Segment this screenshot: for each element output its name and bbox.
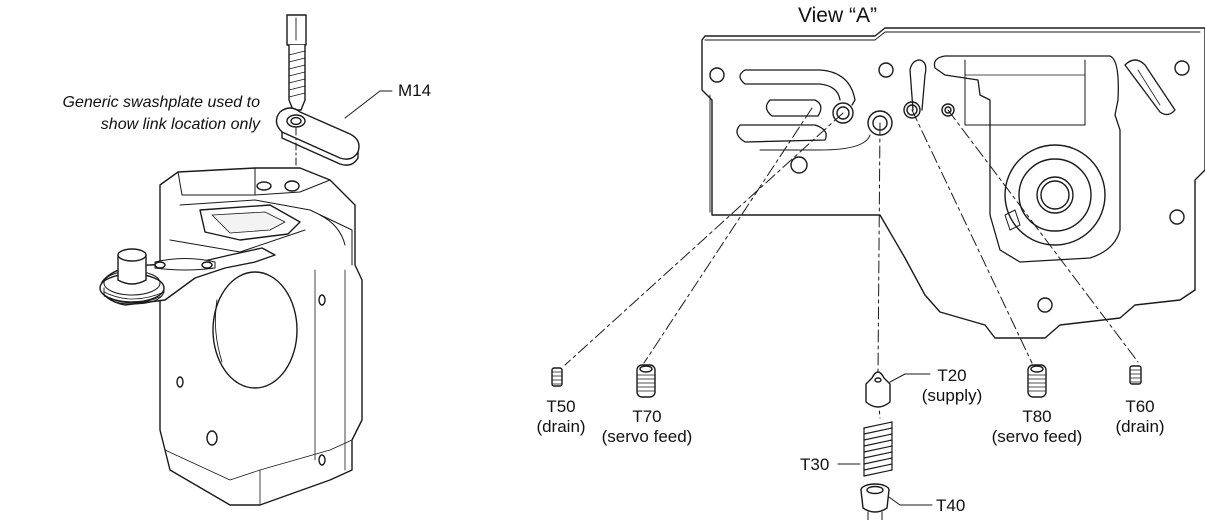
link-part-m14 — [275, 107, 360, 166]
view-a-title: View “A” — [798, 4, 877, 27]
view-a-plate — [701, 27, 1205, 339]
t80-desc: (servo feed) — [991, 427, 1083, 446]
label-m14: M14 — [398, 81, 432, 100]
t50-desc: (drain) — [536, 417, 586, 436]
note-line-2: show link location only — [100, 116, 260, 133]
t60-code: T60 — [1125, 397, 1155, 416]
t20-code: T20 — [937, 366, 967, 385]
plug-t50 — [551, 367, 563, 387]
spring-t30 — [837, 421, 893, 477]
plug-t70 — [636, 364, 656, 398]
label-t30: T30 — [800, 455, 830, 474]
socket-head-cap-screw — [286, 14, 307, 111]
m14-leader — [344, 90, 381, 119]
label-t50: T50 (drain) — [521, 397, 601, 437]
swashplate-arm — [99, 247, 276, 306]
label-t60: T60 (drain) — [1100, 397, 1180, 437]
label-t20: T20 (supply) — [912, 366, 992, 406]
label-t80: T80 (servo feed) — [982, 407, 1092, 447]
swashplate-note: Generic swashplate used to show link loc… — [0, 92, 260, 136]
t50-code: T50 — [546, 397, 576, 416]
label-t70: T70 (servo feed) — [592, 407, 702, 447]
t70-code: T70 — [632, 407, 662, 426]
t70-desc: (servo feed) — [601, 427, 693, 446]
plug-t60 — [1129, 365, 1142, 385]
swashplate-body — [159, 167, 363, 506]
port-leader-lines — [564, 107, 1139, 419]
t20-desc: (supply) — [921, 386, 983, 405]
t60-desc: (drain) — [1115, 417, 1165, 436]
plug-t80 — [1027, 364, 1047, 398]
label-t40: T40 — [936, 496, 966, 515]
note-line-1: Generic swashplate used to — [62, 94, 260, 111]
t80-code: T80 — [1022, 407, 1052, 426]
orifice-t20 — [865, 371, 931, 408]
plug-t40 — [860, 483, 933, 520]
